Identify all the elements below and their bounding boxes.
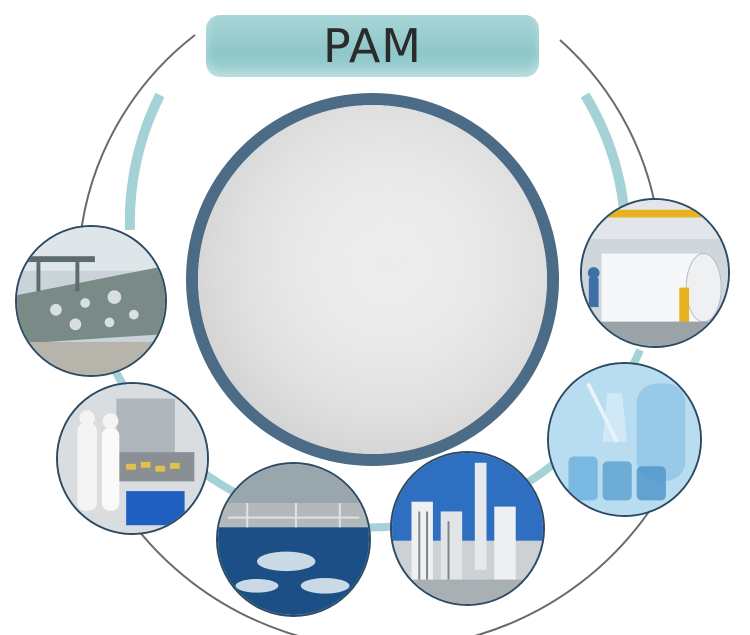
water-treatment-pool-photo (216, 462, 371, 617)
food-processing-plant-photo (56, 382, 209, 535)
paper-roll-illustration (582, 200, 728, 346)
food-plant-illustration (58, 384, 207, 533)
wastewater-tank-illustration (17, 227, 165, 375)
water-pool-illustration (218, 464, 369, 615)
laboratory-glassware-photo (547, 362, 702, 517)
paper-mill-roll-photo (580, 198, 730, 348)
wastewater-aeration-tank-photo (15, 225, 167, 377)
lab-glassware-illustration (549, 364, 700, 515)
chimney-illustration (392, 453, 543, 604)
page-title: PAM (323, 19, 422, 73)
title-banner: PAM (206, 15, 539, 77)
industrial-chimney-photo (390, 451, 545, 606)
center-powder-image (186, 93, 559, 466)
powder-texture (198, 105, 547, 454)
